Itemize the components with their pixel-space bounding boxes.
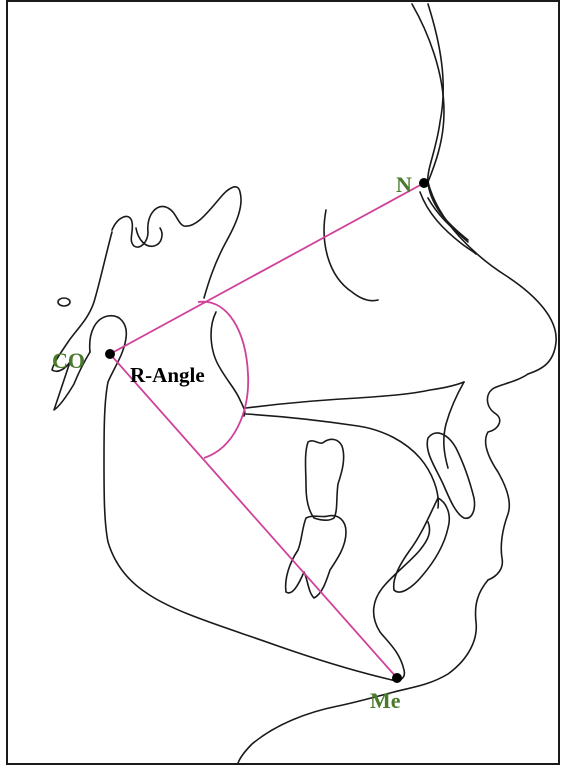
maxilla-anterior (443, 381, 465, 469)
line-co-n (109, 182, 425, 355)
cranial-base-outline (111, 186, 242, 299)
point-me-dot (392, 673, 402, 683)
lower-molar (284, 514, 347, 599)
r-angle-label: R-Angle (130, 363, 205, 387)
line-co-me (109, 353, 398, 679)
point-co-dot (105, 349, 115, 359)
mastoid-outline (51, 231, 113, 411)
sella-turcica (135, 227, 163, 248)
forehead-profile-outer (411, 3, 557, 375)
palatal-plane (245, 381, 465, 409)
point-me-label: Me (370, 688, 401, 713)
nasal-bone (419, 191, 477, 255)
r-angle-arc (197, 300, 250, 459)
cephalometric-tracing: N CO Me R-Angle (51, 3, 557, 763)
landmark-dots (105, 178, 429, 683)
skull-outline (51, 3, 557, 763)
point-n-dot (419, 178, 429, 188)
forehead-profile-inner (426, 3, 469, 241)
construction-lines (109, 182, 425, 679)
palatal-plane-inferior (245, 413, 440, 509)
lower-incisor (392, 497, 451, 593)
upper-incisor (426, 432, 476, 520)
orbit-outline (323, 209, 379, 302)
cephalometric-figure: N CO Me R-Angle (6, 0, 560, 765)
soft-tissue-chin (237, 579, 489, 763)
point-n-label: N (396, 172, 412, 197)
upper-molar (304, 438, 345, 522)
mandible-border (372, 521, 431, 682)
nose-upper-lip (484, 373, 529, 581)
point-co-label: CO (52, 348, 85, 373)
pterygoid-plate (210, 311, 246, 417)
ear-rod-marker (57, 297, 71, 307)
condyle-ramus (88, 314, 393, 681)
